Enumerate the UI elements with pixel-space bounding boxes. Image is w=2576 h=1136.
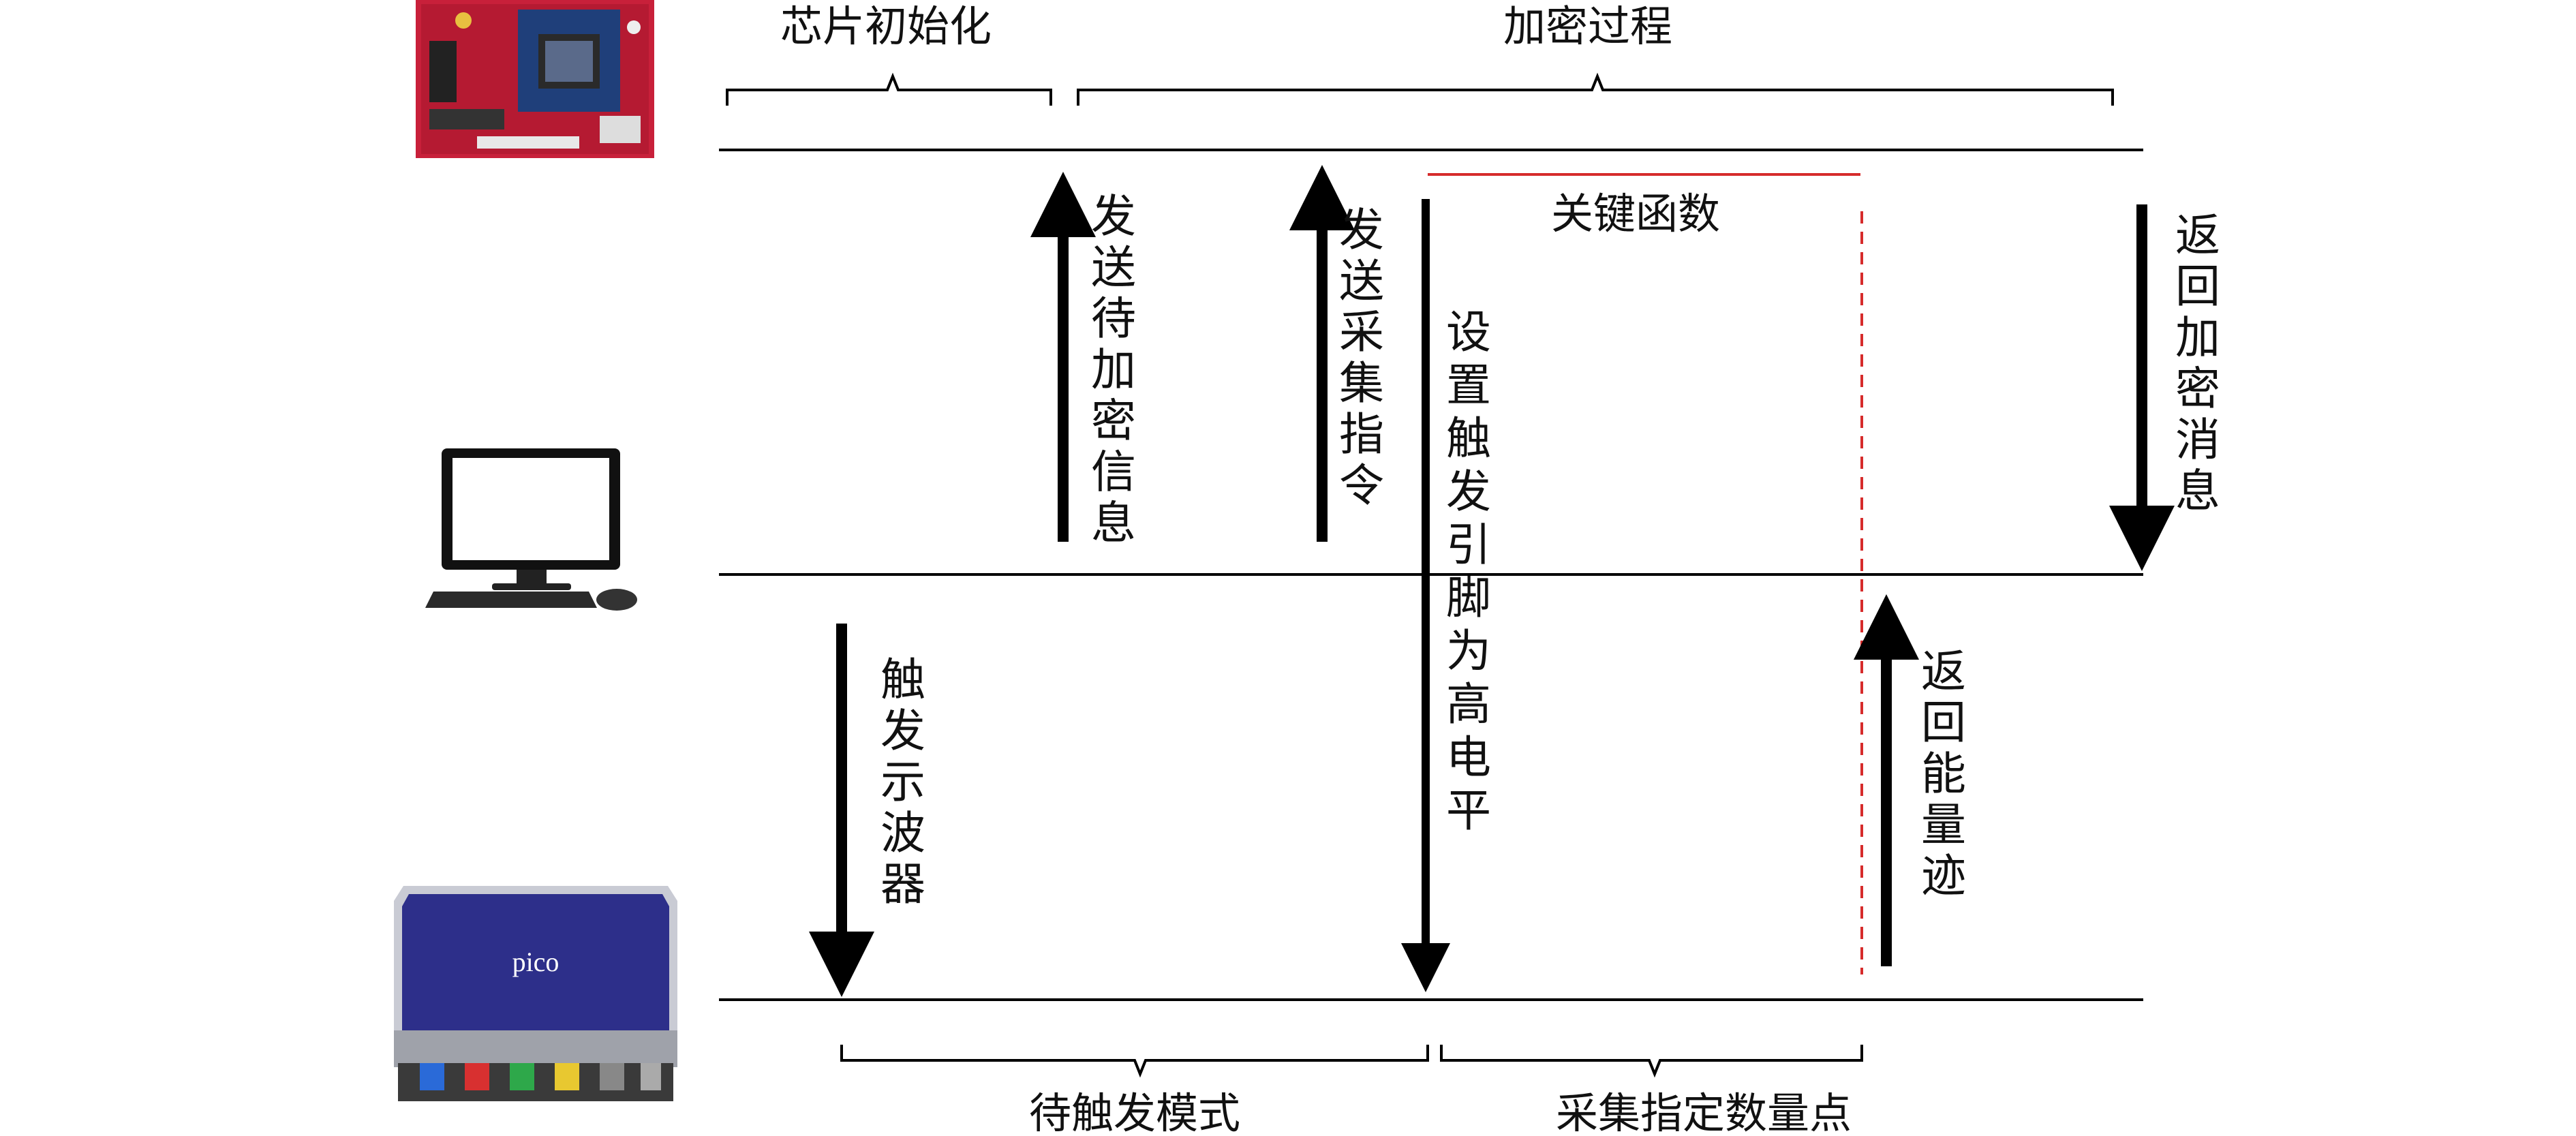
label-char: 平	[1446, 784, 1491, 837]
init-bracket	[726, 72, 1052, 106]
label-char: 触	[1446, 412, 1491, 465]
label-char: 高	[1446, 678, 1491, 731]
init-phase-label: 芯片初始化	[780, 1, 992, 51]
label-char: 返	[2175, 209, 2220, 262]
label-char: 回	[2175, 260, 2220, 313]
label-char: 能	[1921, 748, 1966, 800]
label-char: 电	[1446, 731, 1491, 784]
label-char: 密	[1091, 395, 1136, 447]
collect-bracket	[1440, 1045, 1863, 1078]
label-char: 送	[1091, 241, 1136, 294]
label-char: 密	[2175, 363, 2220, 415]
label-char: 送	[1339, 255, 1384, 307]
label-char: 信	[1091, 446, 1136, 498]
label-char: 发	[1339, 204, 1384, 256]
label-char: 波	[880, 807, 925, 859]
label-char: 量	[1921, 799, 1966, 851]
label-char: 发	[1091, 190, 1136, 243]
label-char: 器	[880, 858, 925, 910]
label-char: 迹	[1921, 850, 1966, 902]
label-char: 待	[1091, 292, 1136, 345]
label-char: 发	[880, 705, 925, 757]
label-char: 设	[1446, 306, 1491, 358]
label-char: 触	[880, 654, 925, 706]
label-char: 置	[1446, 359, 1491, 412]
label-char: 集	[1339, 357, 1384, 410]
computer-image	[425, 448, 637, 611]
oscilloscope-image: pico	[394, 886, 677, 1101]
label-char: 脚	[1446, 572, 1491, 624]
label-char: 息	[1091, 497, 1136, 549]
key-function-label: 关键函数	[1551, 189, 1720, 239]
label-char: 令	[1339, 459, 1384, 512]
label-char: 指	[1339, 408, 1384, 461]
label-char: 采	[1339, 306, 1384, 358]
label-char: 发	[1446, 465, 1491, 518]
label-char: 加	[1091, 343, 1136, 396]
wait-trigger-bracket	[840, 1045, 1429, 1078]
label-char: 引	[1446, 519, 1491, 571]
label-char: 为	[1446, 625, 1491, 677]
label-char: 加	[2175, 311, 2220, 364]
label-char: 息	[2175, 465, 2220, 517]
label-char: 回	[1921, 696, 1966, 749]
label-char: 消	[2175, 414, 2220, 466]
encrypt-bracket	[1077, 72, 2114, 106]
label-char: 示	[880, 756, 925, 808]
label-char: 返	[1921, 645, 1966, 698]
collect-label: 采集指定数量点	[1556, 1088, 1852, 1136]
chip-board-image	[416, 0, 654, 158]
scope-brand-label: pico	[512, 947, 559, 977]
wait-trigger-label: 待触发模式	[1029, 1088, 1240, 1136]
encrypt-phase-label: 加密过程	[1503, 1, 1672, 51]
